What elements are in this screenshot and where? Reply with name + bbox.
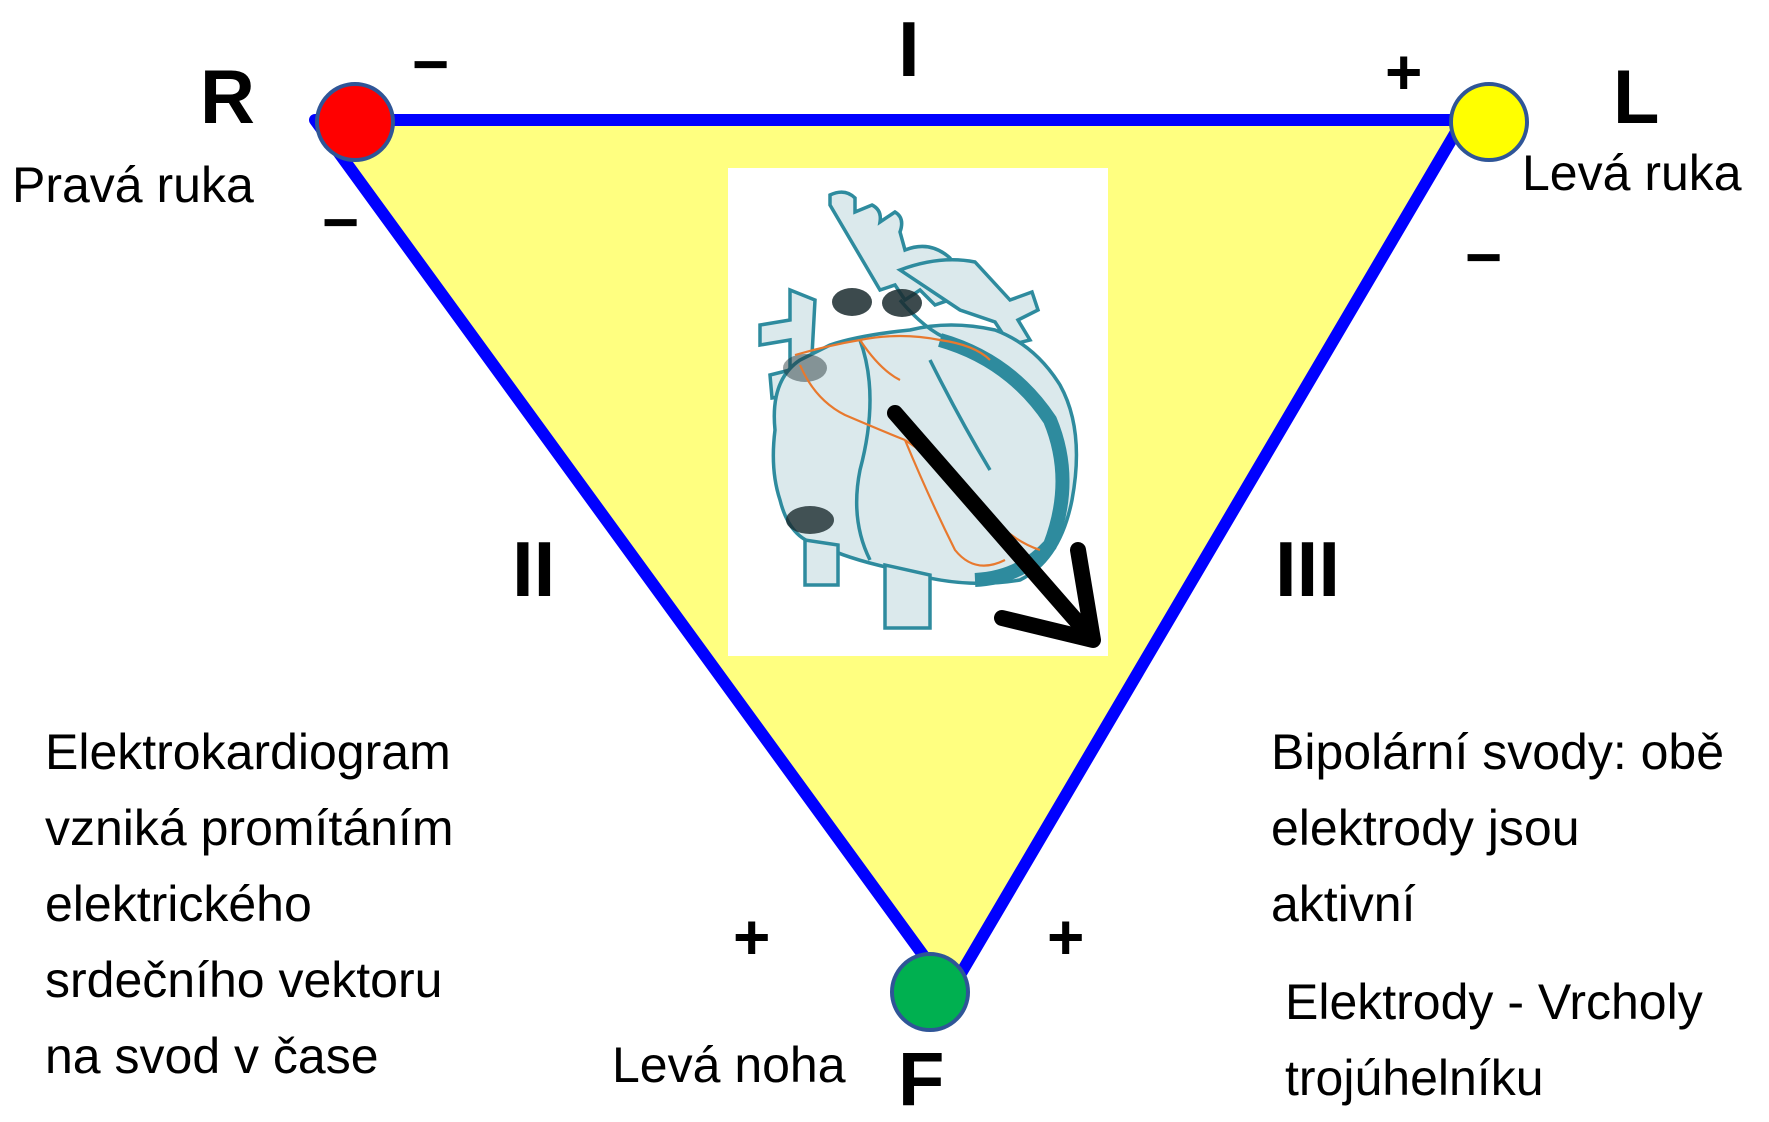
label-left-arm: Levá ruka bbox=[1522, 148, 1742, 198]
ecg-explanation-line: vzniká promítáním bbox=[45, 790, 453, 866]
label-right-arm: Pravá ruka bbox=[12, 160, 254, 210]
lead-label-ii: II bbox=[512, 530, 555, 608]
lead2-negative-sign: − bbox=[322, 190, 359, 254]
electrode-left-leg bbox=[892, 954, 968, 1030]
label-left-leg: Levá noha bbox=[612, 1040, 846, 1090]
lead1-negative-sign: − bbox=[412, 32, 449, 96]
ecg-explanation-line: srdečního vektoru bbox=[45, 942, 453, 1018]
ecg-explanation-line: na svod v čase bbox=[45, 1018, 453, 1094]
valve-shadow bbox=[882, 289, 922, 317]
ecg-explanation-line: elektrického bbox=[45, 866, 453, 942]
electrode-letter-l: L bbox=[1613, 60, 1659, 136]
lead2-positive-sign: + bbox=[733, 905, 770, 969]
valve-shadow bbox=[832, 288, 872, 316]
bipolar-leads-text: Bipolární svody: obě elektrody jsou akti… bbox=[1271, 714, 1724, 942]
sa-node-shadow bbox=[783, 354, 827, 382]
chamber-shadow bbox=[786, 506, 834, 534]
bipolar-leads-line: Bipolární svody: obě bbox=[1271, 714, 1724, 790]
electrode-letter-r: R bbox=[200, 60, 255, 136]
ecg-explanation-line: Elektrokardiogram bbox=[45, 714, 453, 790]
electrode-left-arm bbox=[1451, 84, 1527, 160]
lead3-negative-sign: − bbox=[1465, 225, 1502, 289]
ecg-explanation-text: Elektrokardiogram vzniká promítáním elek… bbox=[45, 714, 453, 1094]
bipolar-leads-line: elektrody jsou bbox=[1271, 790, 1724, 866]
electrodes-vertices-line: Elektrody - Vrcholy bbox=[1285, 964, 1703, 1040]
bipolar-leads-line: aktivní bbox=[1271, 866, 1724, 942]
electrodes-vertices-line: trojúhelníku bbox=[1285, 1040, 1703, 1116]
electrode-letter-f: F bbox=[898, 1042, 944, 1118]
lead-label-iii: III bbox=[1275, 530, 1340, 608]
electrodes-vertices-text: Elektrody - Vrcholy trojúhelníku bbox=[1285, 964, 1703, 1116]
lead-label-i: I bbox=[898, 10, 920, 88]
electrode-right-arm bbox=[317, 84, 393, 160]
lead3-positive-sign: + bbox=[1047, 905, 1084, 969]
lead1-positive-sign: + bbox=[1385, 40, 1422, 104]
